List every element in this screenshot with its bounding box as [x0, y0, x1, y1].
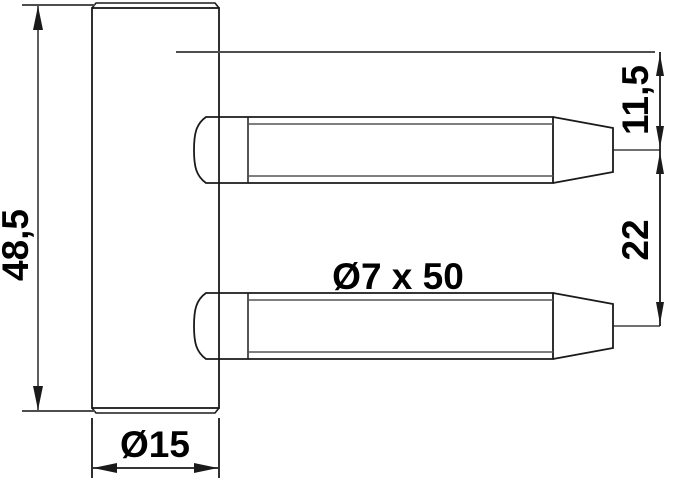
dimension-plate-height: 48,5: [0, 4, 95, 412]
dimension-pin-spacing: 22: [615, 150, 664, 326]
dim-d15-value: Ø15: [120, 424, 190, 465]
upper-pin-rounded-end: [193, 116, 219, 184]
lower-pin: [193, 292, 614, 360]
upper-pin-taper-tip: [552, 116, 614, 184]
dim-115-arrow-bottom: [656, 126, 664, 148]
dim-115-value: 11,5: [615, 65, 656, 135]
lower-pin-rounded-end: [193, 292, 219, 360]
dim-22-arrow-top: [656, 152, 664, 174]
dim-d15-arrow-right: [194, 463, 218, 473]
lower-pin-shank: [219, 292, 554, 360]
plate-body: [91, 2, 220, 414]
dim-485-arrow-top: [33, 6, 43, 30]
dim-22-arrow-bottom: [656, 302, 664, 324]
upper-pin: [193, 116, 614, 184]
dim-d15-arrow-left: [93, 463, 117, 473]
dim-485-value: 48,5: [0, 209, 36, 281]
dim-22-value: 22: [615, 219, 656, 260]
pin-spec-label: Ø7 x 50: [332, 256, 464, 297]
reference-lines: [176, 51, 660, 327]
dim-115-arrow-top: [656, 54, 664, 76]
lower-pin-taper-tip: [552, 292, 614, 360]
dimension-top-to-upper-pin: 11,5: [615, 52, 664, 150]
plate-outline: [91, 7, 220, 409]
dimension-plate-width: Ø15: [91, 418, 220, 478]
dim-485-arrow-bottom: [33, 386, 43, 410]
upper-pin-shank: [219, 116, 554, 184]
